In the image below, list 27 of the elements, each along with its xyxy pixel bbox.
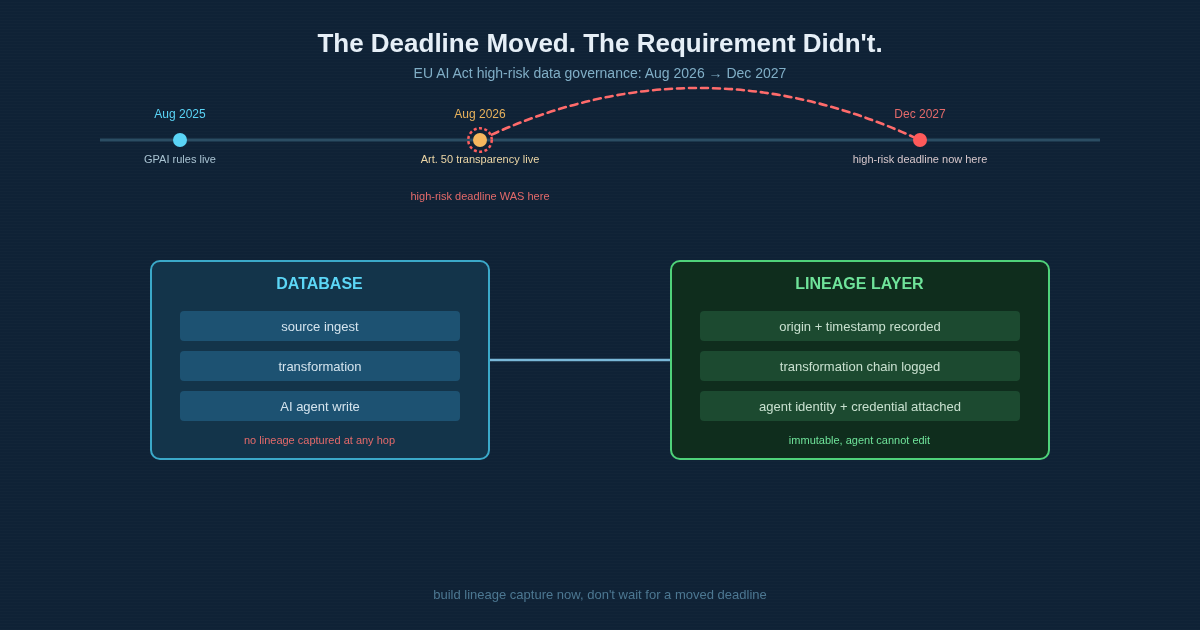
milestone-note: high-risk deadline now here	[852, 152, 988, 166]
dashed-connector	[490, 86, 915, 139]
subtitle: EU AI Act high-risk data governance: Aug 2026 → Dec 2027	[413, 64, 787, 82]
milestone-note: GPAI rules live	[144, 152, 216, 166]
highlighted-milestone-dot	[467, 127, 493, 153]
process-step: agent identity + credential attached	[700, 391, 1020, 421]
panel-heading: LINEAGE LAYER	[795, 274, 924, 294]
date-label: Aug 2025	[154, 108, 206, 122]
process-step: origin + timestamp recorded	[700, 311, 1020, 341]
title: The Deadline Moved. The Requirement Didn't.	[317, 29, 883, 59]
process-step: source ingest	[180, 311, 460, 341]
process-step: transformation	[180, 351, 460, 381]
container-panel	[670, 260, 1050, 460]
date-label: Dec 2027	[894, 108, 946, 122]
container-panel	[150, 260, 490, 460]
connector-line	[488, 358, 672, 362]
panel-note: immutable, agent cannot edit	[788, 433, 931, 447]
footer-caption: build lineage capture now, don't wait for a moved deadline	[433, 587, 767, 603]
milestone-dot	[173, 133, 187, 147]
date-label: Aug 2026	[454, 108, 506, 122]
panel-heading: DATABASE	[276, 274, 363, 294]
milestone-dot	[913, 133, 927, 147]
milestone-note: Art. 50 transparency live	[420, 152, 540, 166]
process-step: transformation chain logged	[700, 351, 1020, 381]
process-step: AI agent write	[180, 391, 460, 421]
panel-note: no lineage captured at any hop	[243, 433, 396, 447]
milestone-note: high-risk deadline WAS here	[410, 189, 550, 203]
